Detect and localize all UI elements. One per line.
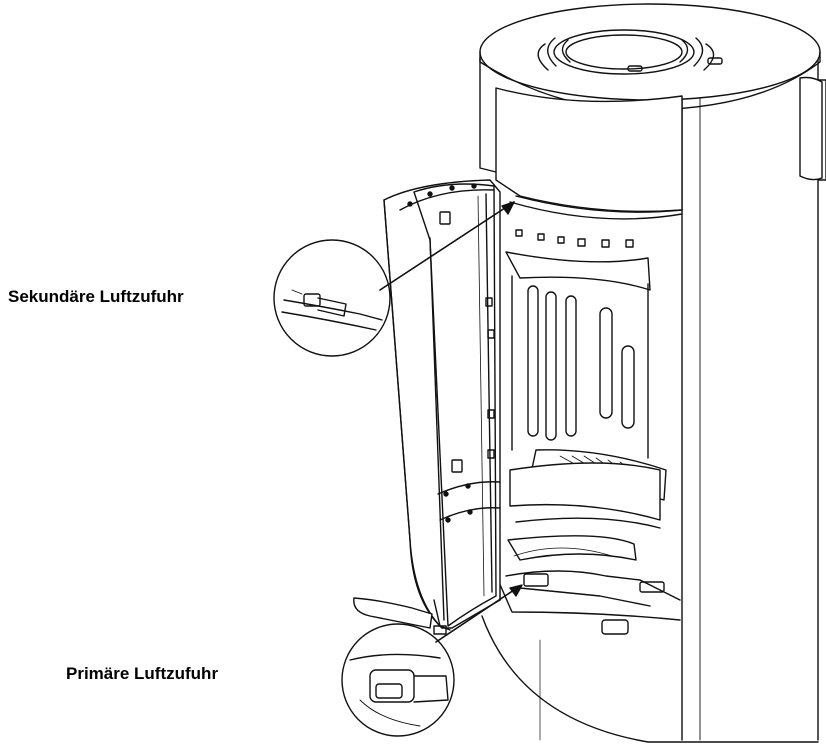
ash-pan-front [497,579,681,621]
ash-pan-lower [505,570,681,601]
callout-secondary-detail-3 [291,289,303,295]
top-slot-2 [707,57,723,65]
door-latch-bottom [451,459,463,473]
top-vent-left-3 [537,43,549,71]
primary-air-label: Primäre Luftzufuhr [66,664,219,683]
callout-primary-slider [369,669,415,703]
callout-secondary-arrowhead [501,201,515,215]
callout-primary [341,584,523,737]
log-guard [509,462,661,521]
top-vent-right-1 [679,39,689,63]
door-inner-frame [413,183,497,627]
rib-4 [599,307,613,419]
callout-primary-slider-inner [375,683,403,699]
ash-pan-tab [639,581,665,593]
top-vent-right-3 [703,43,715,71]
log-guard-lip [515,517,661,529]
door-hinge-points [485,297,495,459]
rib-5 [621,345,635,429]
primary-air-rail [519,587,651,607]
upper-panel-outline [495,87,683,213]
callout-primary-detail-2 [413,675,449,703]
stove-left-edge [479,57,497,173]
door-glass-left [429,237,445,621]
top-slot-1 [627,65,643,72]
primary-air-slider [523,573,549,587]
callout-secondary-detail-1 [283,299,383,321]
callout-primary-detail-1 [349,653,441,661]
secondary-air-label: Sekundäre Luftzufuhr [8,287,184,306]
callout-primary-arrowhead [509,584,523,597]
door-foot [433,625,447,635]
door-top-bolts [407,183,477,207]
callout-secondary-circle [273,239,391,357]
firebox-top-edge [509,201,683,220]
door-glass-right [485,193,493,593]
rib-3 [565,295,577,437]
callout-secondary-detail-2 [281,311,377,331]
top-ring-2 [565,34,683,70]
ash-pan-upper [507,535,637,561]
stove-bottom [481,615,819,743]
ash-pan-handle [601,619,629,635]
door-outer-left-edge [383,199,443,629]
callout-primary-leader [435,585,521,643]
top-vent-left-1 [561,39,571,63]
door-glass-right-2 [477,195,485,597]
top-ring-1 [553,29,695,75]
door-latch [439,211,451,225]
door-bottom-bolts [443,483,473,523]
top-vent-right-2 [693,37,704,67]
firebox [495,199,683,635]
callout-primary-detail-3 [359,699,421,727]
rib-1 [527,285,539,437]
ash-pan-grate [513,547,613,557]
upper-panel-bottom [515,195,683,213]
callout-secondary-tab [317,297,347,317]
rib-2 [545,291,557,441]
door-handle [353,597,433,629]
open-door [353,179,501,635]
flue-pipe [799,76,826,181]
upper-panel [495,87,683,213]
baffle-plate [505,251,651,291]
callout-secondary [273,201,515,357]
air-holes-row [515,229,634,248]
callout-secondary-leader [379,201,515,291]
top-plate-outer [479,3,821,101]
callout-secondary-slider [303,293,321,307]
stove-outline [480,60,820,740]
top-vent-left-2 [547,37,557,67]
